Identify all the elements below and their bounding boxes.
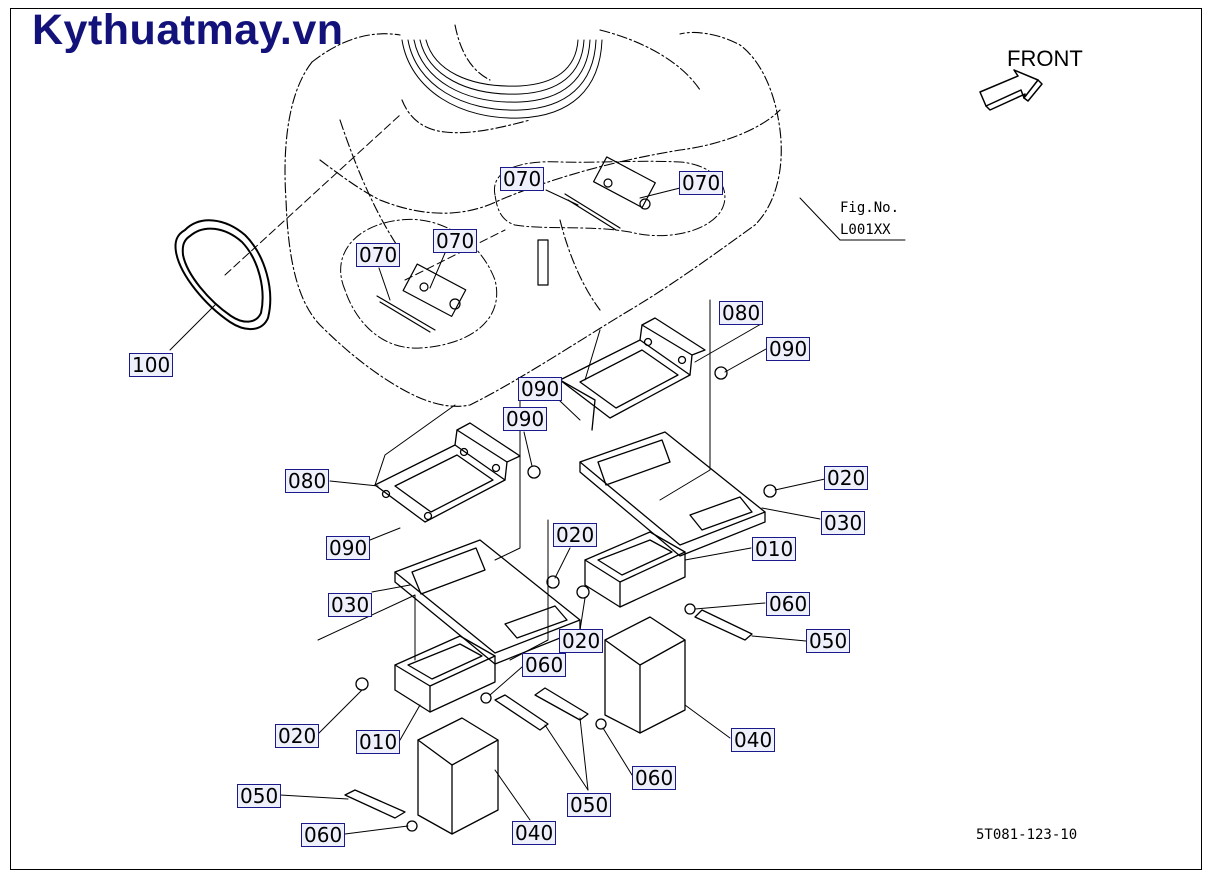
fastener-parts [355,366,777,832]
holder-part-010-upper [584,531,686,608]
belt-part-100 [174,219,272,330]
dashed-leader-lines [224,114,506,281]
callout-050[interactable]: 050 [806,629,851,653]
callout-050[interactable]: 050 [237,784,282,808]
box-part-040-upper [604,616,686,734]
diagram-frame [10,8,1202,870]
box-part-040-lower [417,717,499,835]
callout-090[interactable]: 090 [766,337,811,361]
callout-080[interactable]: 080 [285,469,330,493]
callout-030[interactable]: 030 [328,593,373,617]
callout-020[interactable]: 020 [275,724,320,748]
callout-060[interactable]: 060 [522,653,567,677]
callout-060[interactable]: 060 [632,766,677,790]
seat-cover-outline [284,24,782,407]
callout-090[interactable]: 090 [518,377,563,401]
assembly-guide-lines [317,299,711,661]
callout-090[interactable]: 090 [326,536,371,560]
callout-080[interactable]: 080 [719,301,764,325]
callout-030[interactable]: 030 [821,511,866,535]
bracket-bubbles [340,160,726,349]
tray-part-030-upper [579,431,766,557]
callout-020[interactable]: 020 [824,466,869,490]
callout-090[interactable]: 090 [503,407,548,431]
holder-part-010-lower [394,635,496,713]
callout-010[interactable]: 010 [752,537,797,561]
site-logo: Kythuatmay.vn [32,6,344,54]
callout-070[interactable]: 070 [433,229,478,253]
drawing-number: 5T081-123-10 [976,827,1078,843]
callout-070[interactable]: 070 [356,243,401,267]
callout-070[interactable]: 070 [500,167,545,191]
bracket-part-080-lower [374,422,521,523]
callout-leaders [169,187,906,835]
callout-020[interactable]: 020 [553,523,598,547]
callout-060[interactable]: 060 [301,823,346,847]
fig-no-value: L001XX [840,222,891,238]
fig-no-label: Fig.No. [840,200,900,216]
front-direction-label: FRONT [1007,46,1083,71]
callout-010[interactable]: 010 [356,730,401,754]
callout-070[interactable]: 070 [679,171,724,195]
callout-100[interactable]: 100 [129,353,174,377]
callout-060[interactable]: 060 [766,592,811,616]
callout-040[interactable]: 040 [512,821,557,845]
clamp-parts-070 [376,156,656,333]
callout-040[interactable]: 040 [731,728,776,752]
front-arrow-icon [979,69,1043,111]
strap-parts-050 [344,609,753,819]
tray-part-030-lower [394,539,581,665]
seat-top-ring [401,39,603,119]
bracket-part-080-upper [559,317,706,431]
callout-020[interactable]: 020 [559,629,604,653]
callout-050[interactable]: 050 [567,793,612,817]
